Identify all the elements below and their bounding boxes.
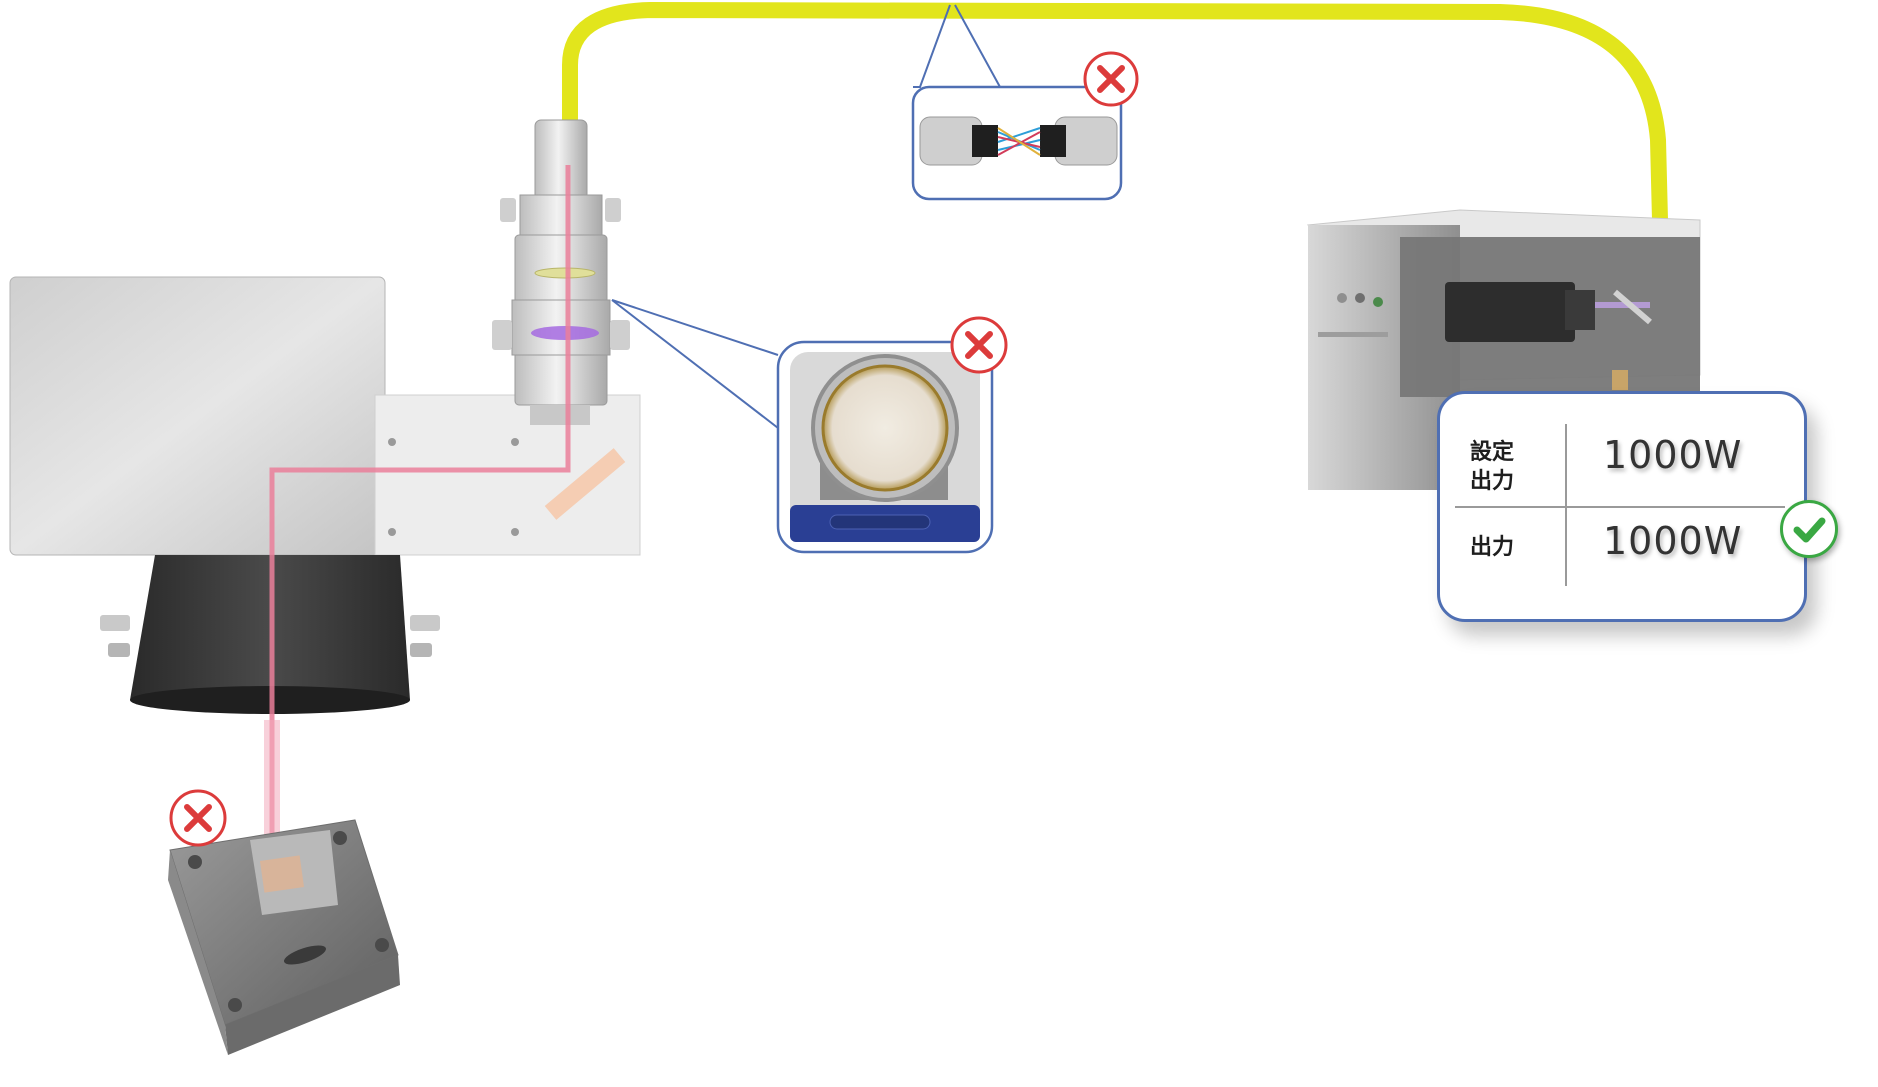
galvo-scanner-head xyxy=(9,276,641,714)
x-circle-icon xyxy=(169,789,227,847)
output-value: 1000W xyxy=(1603,519,1743,563)
turning-mirror xyxy=(544,448,626,520)
x-circle-icon xyxy=(950,316,1008,374)
set-output-value: 1000W xyxy=(1603,433,1743,477)
output-label: 出力 xyxy=(1470,535,1515,560)
workpiece-fixture xyxy=(168,819,400,1055)
check-circle-icon xyxy=(1780,500,1838,558)
fiber-cable xyxy=(562,1,1670,308)
table-divider-vertical xyxy=(1565,424,1567,586)
laser-source-unit xyxy=(1306,209,1701,490)
x-circle-icon xyxy=(1083,51,1139,107)
laser-beam-path xyxy=(269,165,571,870)
fiber-connector-callout xyxy=(911,4,1123,201)
power-output-panel: 設定 出力 1000W 出力 1000W xyxy=(1437,391,1807,622)
set-output-label: 設定 出力 xyxy=(1470,440,1515,494)
table-divider-horizontal xyxy=(1455,506,1785,508)
collimator-tube xyxy=(492,119,630,425)
protective-window-callout xyxy=(611,299,994,554)
